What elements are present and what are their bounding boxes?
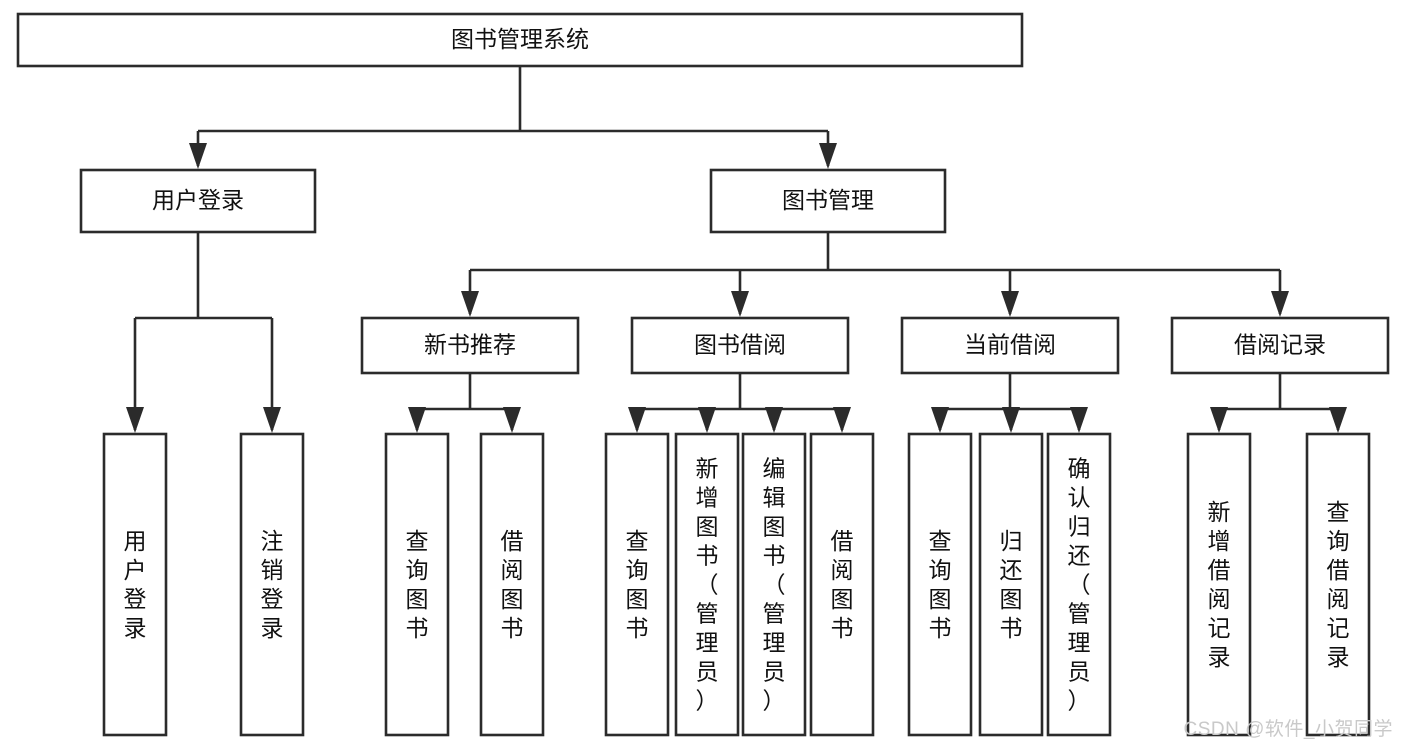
node-leaf-query-book-1-label: 查询图书 (406, 528, 429, 641)
node-book-management-box[interactable] (709, 168, 947, 234)
node-leaf-query-book-1[interactable]: 查询图书 (384, 432, 450, 737)
watermark-text: CSDN @软件_小贺同学 (1183, 719, 1393, 740)
node-leaf-add-record-label: 新增借阅记录 (1208, 499, 1231, 670)
node-leaf-return-book[interactable]: 归还图书 (978, 432, 1044, 737)
arrow-head-icon (628, 407, 646, 433)
node-leaf-edit-book-box[interactable] (741, 432, 807, 737)
node-user-login[interactable]: 用户登录 (79, 168, 317, 234)
node-current-borrow-label: 当前借阅 (964, 332, 1056, 358)
node-book-management[interactable]: 图书管理 (709, 168, 947, 234)
node-leaf-edit-book-label: 编辑图书（管理员） (763, 456, 786, 714)
node-current-borrow-box[interactable] (900, 316, 1120, 375)
node-leaf-add-book[interactable]: 新增图书（管理员） (674, 432, 740, 737)
node-new-book-recommend-box[interactable] (360, 316, 580, 375)
node-new-book-recommend[interactable]: 新书推荐 (360, 316, 580, 375)
arrow-head-icon (1002, 407, 1020, 433)
arrow-head-icon (1271, 291, 1289, 317)
node-leaf-edit-book[interactable]: 编辑图书（管理员） (741, 432, 807, 737)
node-leaf-borrow-book-1-box[interactable] (479, 432, 545, 737)
node-root-box[interactable] (16, 12, 1024, 68)
node-leaf-query-record-label: 查询借阅记录 (1327, 499, 1350, 670)
node-leaf-query-book-3-box[interactable] (907, 432, 973, 737)
node-leaf-add-book-label: 新增图书（管理员） (696, 456, 719, 714)
node-leaf-add-book-box[interactable] (674, 432, 740, 737)
node-leaf-confirm-return[interactable]: 确认归还（管理员） (1046, 432, 1112, 737)
node-book-borrow-box[interactable] (630, 316, 850, 375)
node-book-management-label: 图书管理 (782, 187, 874, 213)
node-leaf-query-book-3-label: 查询图书 (929, 528, 952, 641)
node-leaf-query-record-box[interactable] (1305, 432, 1371, 737)
node-borrow-record-box[interactable] (1170, 316, 1390, 375)
node-leaf-return-book-label: 归还图书 (1000, 528, 1023, 641)
arrow-head-icon (1070, 407, 1088, 433)
arrow-head-icon (819, 143, 837, 169)
node-leaf-add-record[interactable]: 新增借阅记录 (1186, 432, 1252, 737)
node-leaf-user-logout-box[interactable] (239, 432, 305, 737)
node-leaf-query-book-1-box[interactable] (384, 432, 450, 737)
arrow-head-icon (1210, 407, 1228, 433)
node-borrow-record[interactable]: 借阅记录 (1170, 316, 1390, 375)
node-leaf-confirm-return-box[interactable] (1046, 432, 1112, 737)
node-leaf-borrow-book-1[interactable]: 借阅图书 (479, 432, 545, 737)
node-leaf-query-book-2-label: 查询图书 (626, 528, 649, 641)
node-current-borrow[interactable]: 当前借阅 (900, 316, 1120, 375)
node-user-login-label: 用户登录 (152, 187, 244, 213)
node-leaf-user-login-label: 用户登录 (124, 528, 147, 641)
node-leaf-borrow-book-2[interactable]: 借阅图书 (809, 432, 875, 737)
node-leaf-borrow-book-2-label: 借阅图书 (831, 528, 854, 641)
node-leaf-query-record[interactable]: 查询借阅记录 (1305, 432, 1371, 737)
arrow-head-icon (189, 143, 207, 169)
arrow-head-icon (731, 291, 749, 317)
arrow-head-icon (1329, 407, 1347, 433)
node-leaf-query-book-2[interactable]: 查询图书 (604, 432, 670, 737)
node-leaf-return-book-box[interactable] (978, 432, 1044, 737)
arrow-head-icon (765, 407, 783, 433)
arrow-head-icon (931, 407, 949, 433)
node-leaf-user-login[interactable]: 用户登录 (102, 432, 168, 737)
node-leaf-borrow-book-2-box[interactable] (809, 432, 875, 737)
node-leaf-query-book-2-box[interactable] (604, 432, 670, 737)
node-book-borrow-label: 图书借阅 (694, 332, 786, 358)
node-leaf-user-login-box[interactable] (102, 432, 168, 737)
arrow-head-icon (503, 407, 521, 433)
node-leaf-user-logout[interactable]: 注销登录 (239, 432, 305, 737)
node-leaf-query-book-3[interactable]: 查询图书 (907, 432, 973, 737)
node-root[interactable]: 图书管理系统 (16, 12, 1024, 68)
arrow-head-icon (461, 291, 479, 317)
arrow-head-icon (126, 407, 144, 433)
node-leaf-borrow-book-1-label: 借阅图书 (501, 528, 524, 641)
arrow-head-icon (408, 407, 426, 433)
node-root-label: 图书管理系统 (451, 26, 589, 52)
node-new-book-recommend-label: 新书推荐 (424, 332, 516, 358)
arrow-head-icon (1001, 291, 1019, 317)
node-borrow-record-label: 借阅记录 (1234, 332, 1326, 358)
connector-layer (126, 66, 1347, 433)
node-leaf-user-logout-label: 注销登录 (261, 528, 284, 641)
node-user-login-box[interactable] (79, 168, 317, 234)
arrow-head-icon (263, 407, 281, 433)
node-leaf-add-record-box[interactable] (1186, 432, 1252, 737)
arrow-head-icon (698, 407, 716, 433)
node-leaf-confirm-return-label: 确认归还（管理员） (1068, 456, 1091, 714)
arrow-head-icon (833, 407, 851, 433)
node-book-borrow[interactable]: 图书借阅 (630, 316, 850, 375)
